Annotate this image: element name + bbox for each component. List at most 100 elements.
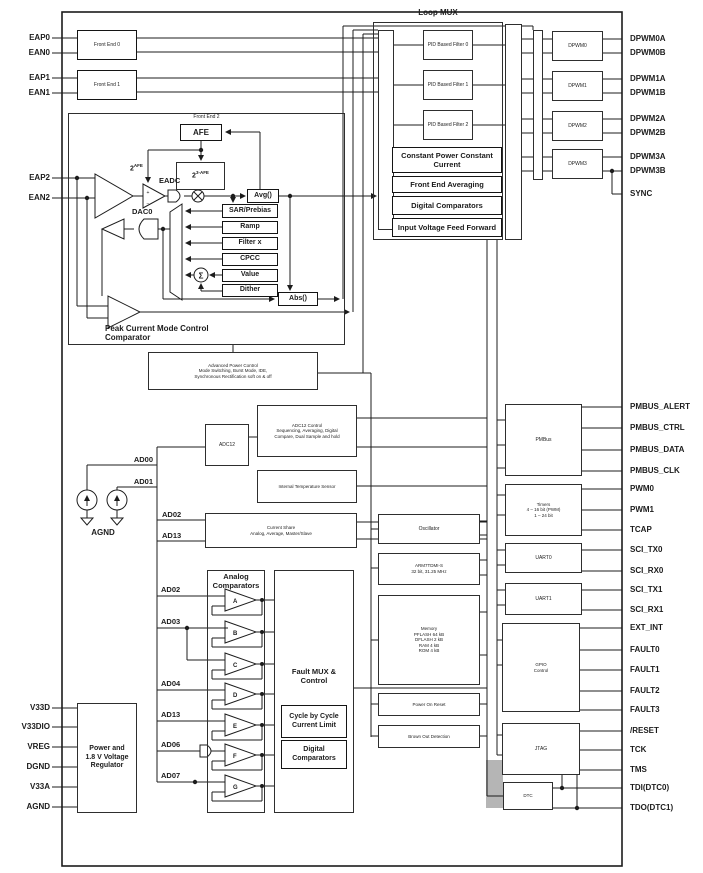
pin-pmbus-clk: PMBUS_CLK — [630, 466, 680, 475]
comparator-letter: G — [233, 785, 238, 791]
adc12-control-block: ADC12 Control Sequencing, Averaging, Dig… — [257, 405, 357, 457]
filter-x-block: Filter x — [222, 237, 278, 250]
fault-mux-title: Fault MUX & Control — [291, 667, 337, 685]
peak-comparator-triangle — [107, 295, 142, 329]
comparator-letter: D — [233, 693, 238, 699]
pin-pwm0: PWM0 — [630, 484, 654, 493]
front-end-1-block: Front End 1 — [77, 70, 137, 100]
comparator-letter: E — [233, 724, 237, 730]
pin-eap2: EAP2 — [29, 173, 50, 182]
pin-fault1: FAULT1 — [630, 665, 660, 674]
pin-pmbus-alert: PMBUS_ALERT — [630, 402, 691, 411]
cpcc-feature-block: Constant Power Constant Current — [392, 147, 502, 173]
dpwm-mux-bar — [505, 24, 522, 240]
analog-comparators-title: Analog Comparators — [212, 572, 260, 590]
chip-boundary — [61, 11, 623, 867]
eadc-quantizer-shape — [167, 189, 181, 203]
pin-pmbus-data: PMBUS_DATA — [630, 445, 685, 454]
pin-sci-tx0: SCI_TX0 — [630, 545, 663, 554]
ground-icon — [79, 517, 95, 526]
dpwm2-block: DPWM2 — [552, 111, 603, 141]
ad02-label: AD02 — [162, 510, 182, 519]
comp-input-ad06: AD06 — [161, 740, 181, 749]
pin-eap0: EAP0 — [29, 33, 50, 42]
gpio-control-block: GPIO Control — [502, 623, 580, 712]
sar-prebias-block: SAR/Prebias — [222, 204, 278, 218]
adc12-block: ADC12 — [205, 424, 249, 466]
pin-dpwm0a: DPWM0A — [630, 34, 666, 43]
pin-sci-rx0: SCI_RX0 — [630, 566, 664, 575]
pin-tcap: TCAP — [630, 525, 652, 534]
power-on-reset-block: Power On Reset — [378, 693, 480, 716]
ad00-label: AD00 — [133, 455, 153, 464]
comparator-letter: B — [233, 631, 238, 637]
power-regulator-block: Power and 1.8 V Voltage Regulator — [77, 703, 137, 813]
pin-tdo: TDO(DTC1) — [630, 803, 674, 812]
oscillator-block: Oscillator — [378, 514, 480, 544]
pin-v33dio: V33DIO — [21, 722, 50, 731]
uart0-block: UART0 — [505, 543, 582, 573]
dtc-block: DTC — [503, 782, 553, 810]
comp-input-ad04: AD04 — [161, 679, 181, 688]
ad13-label: AD13 — [162, 531, 182, 540]
loop-mux-input-bar — [378, 30, 394, 230]
comparator-letter: A — [233, 599, 238, 605]
pin-ean2: EAN2 — [28, 193, 50, 202]
dither-block: Dither — [222, 284, 278, 297]
plus-glyph: + — [147, 190, 150, 196]
loop-mux-title: Loop MUX — [418, 8, 458, 17]
loop-mux-block — [373, 22, 503, 240]
fe2-gain-amp-triangle — [142, 183, 167, 209]
ad01-label: AD01 — [133, 477, 153, 486]
pid-filter-0-block: PID Based Filter 0 — [423, 30, 473, 60]
gain-2-3afe-block: 23-AFE — [176, 162, 225, 190]
sync-mux-bar — [533, 30, 543, 180]
pin-v33d: V33D — [29, 703, 50, 712]
pin-tdi: TDI(DTC0) — [630, 783, 670, 792]
advanced-power-control-block: Advanced Power Control Mode Switching, B… — [148, 352, 318, 390]
front-end-2-title: Front End 2 — [193, 114, 220, 120]
afe-block: AFE — [180, 124, 222, 141]
dac-comparator-triangle — [100, 218, 125, 240]
internal-temperature-sensor-block: Internal Temperature Sensor — [257, 470, 357, 503]
dpwm3-block: DPWM3 — [552, 149, 603, 179]
pin-tms: TMS — [630, 765, 647, 774]
input-voltage-feed-forward-block: Input Voltage Feed Forward — [392, 218, 502, 237]
current-share-block: Current Share Analog, Average, Master/Sl… — [205, 513, 357, 548]
arm-core-block: ARM7TDMI-S 32 bit, 31.25 MHz — [378, 553, 480, 585]
pmbus-block: PMBus — [505, 404, 582, 476]
comp-input-ad03: AD03 — [161, 617, 181, 626]
pid-filter-1-block: PID Based Filter 1 — [423, 70, 473, 100]
timers-block: Timers 4 – 16 bit (PWM) 1 – 24 bit — [505, 484, 582, 536]
pin-pmbus-ctrl: PMBUS_CTRL — [630, 423, 685, 432]
comparator-letter: F — [233, 754, 237, 760]
fault-mux-block — [274, 570, 354, 813]
pin-ean1: EAN1 — [28, 88, 50, 97]
pin-ean0: EAN0 — [28, 48, 50, 57]
comparator-letter: C — [233, 663, 238, 669]
pin-dpwm0b: DPWM0B — [630, 48, 666, 57]
pin-dgnd: DGND — [26, 762, 50, 771]
dac0-shape — [138, 218, 159, 240]
dac0-label: DAC0 — [132, 207, 153, 216]
gain-2afe-label: 2AFE — [130, 163, 143, 173]
pin-fault0: FAULT0 — [630, 645, 660, 654]
pin-dpwm3b: DPWM3B — [630, 166, 666, 175]
pin-v33a: V33A — [29, 782, 50, 791]
jtag-block: JTAG — [502, 723, 580, 775]
agnd-label: AGND — [91, 528, 115, 537]
pin-reset: /RESET — [630, 726, 659, 735]
pin-ext-int: EXT_INT — [630, 623, 663, 632]
pin-sci-rx1: SCI_RX1 — [630, 605, 664, 614]
front-end-2-block — [68, 113, 345, 345]
pin-dpwm1b: DPWM1B — [630, 88, 666, 97]
digital-comparators-block: Digital Comparators — [281, 740, 347, 769]
cycle-by-cycle-block: Cycle by Cycle Current Limit — [281, 705, 347, 738]
comp-input-ad07: AD07 — [161, 771, 181, 780]
value-block: Value — [222, 269, 278, 282]
peak-comparator-label: Peak Current Mode Control Comparator — [105, 324, 209, 343]
minus-glyph: − — [147, 201, 150, 207]
pin-tck: TCK — [630, 745, 647, 754]
front-end-averaging-block: Front End Averaging — [392, 176, 502, 193]
